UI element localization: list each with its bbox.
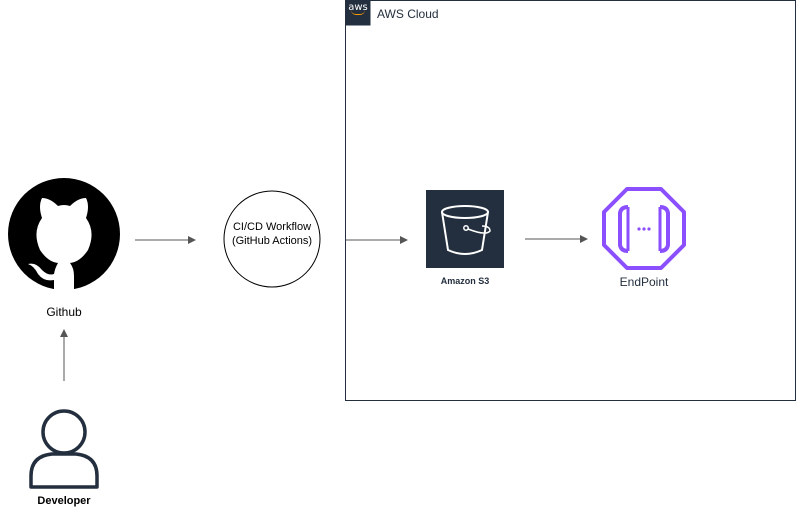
workflow-label: CI/CD Workflow (GitHub Actions)	[224, 220, 320, 248]
amazon-s3-icon[interactable]	[426, 190, 504, 268]
github-label: Github	[46, 305, 82, 319]
workflow-node[interactable]	[223, 190, 321, 288]
aws-logo-text: aws	[348, 2, 368, 13]
workflow-label-line2: (GitHub Actions)	[231, 235, 313, 247]
endpoint-icon[interactable]	[602, 187, 686, 270]
aws-cloud-label: AWS Cloud	[377, 7, 439, 21]
developer-user-icon[interactable]	[29, 409, 99, 489]
developer-label: Developer	[37, 495, 91, 507]
workflow-label-line1: CI/CD Workflow	[232, 221, 312, 233]
endpoint-label: EndPoint	[619, 275, 669, 289]
github-icon[interactable]	[8, 178, 120, 292]
aws-logo: aws	[346, 2, 370, 15]
aws-smile	[351, 10, 365, 15]
amazon-s3-label: Amazon S3	[440, 276, 490, 286]
aws-cloud-group[interactable]	[345, 0, 796, 401]
